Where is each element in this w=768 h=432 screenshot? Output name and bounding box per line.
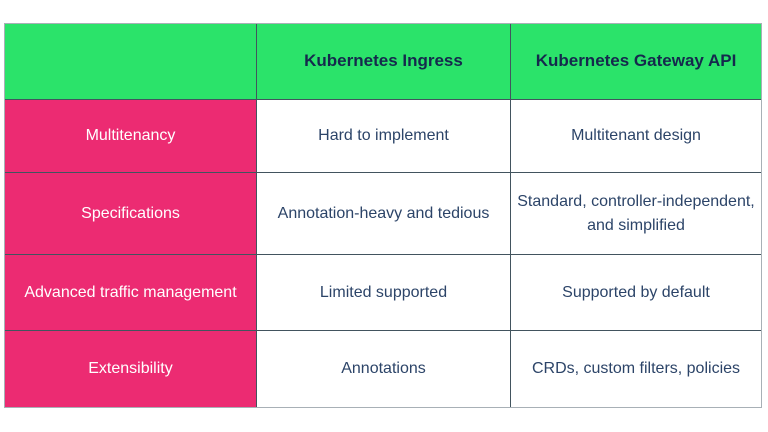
cell-multitenancy-gateway: Multitenant design <box>511 100 761 173</box>
row-label-advanced-traffic-management: Advanced traffic management <box>5 255 257 331</box>
row-label-specifications: Specifications <box>5 173 257 255</box>
cell-advanced-traffic-gateway: Supported by default <box>511 255 761 331</box>
cell-multitenancy-ingress: Hard to implement <box>257 100 511 173</box>
cell-advanced-traffic-ingress: Limited supported <box>257 255 511 331</box>
row-label-multitenancy: Multitenancy <box>5 100 257 173</box>
cell-extensibility-ingress: Annotations <box>257 331 511 407</box>
comparison-table-grid: Kubernetes Ingress Kubernetes Gateway AP… <box>5 24 761 407</box>
header-cell-kubernetes-gateway-api: Kubernetes Gateway API <box>511 24 761 100</box>
cell-extensibility-gateway: CRDs, custom filters, policies <box>511 331 761 407</box>
header-cell-kubernetes-ingress: Kubernetes Ingress <box>257 24 511 100</box>
header-cell-empty <box>5 24 257 100</box>
cell-specifications-ingress: Annotation-heavy and tedious <box>257 173 511 255</box>
cell-specifications-gateway: Standard, controller-independent, and si… <box>511 173 761 255</box>
comparison-table: Kubernetes Ingress Kubernetes Gateway AP… <box>4 23 762 408</box>
row-label-extensibility: Extensibility <box>5 331 257 407</box>
